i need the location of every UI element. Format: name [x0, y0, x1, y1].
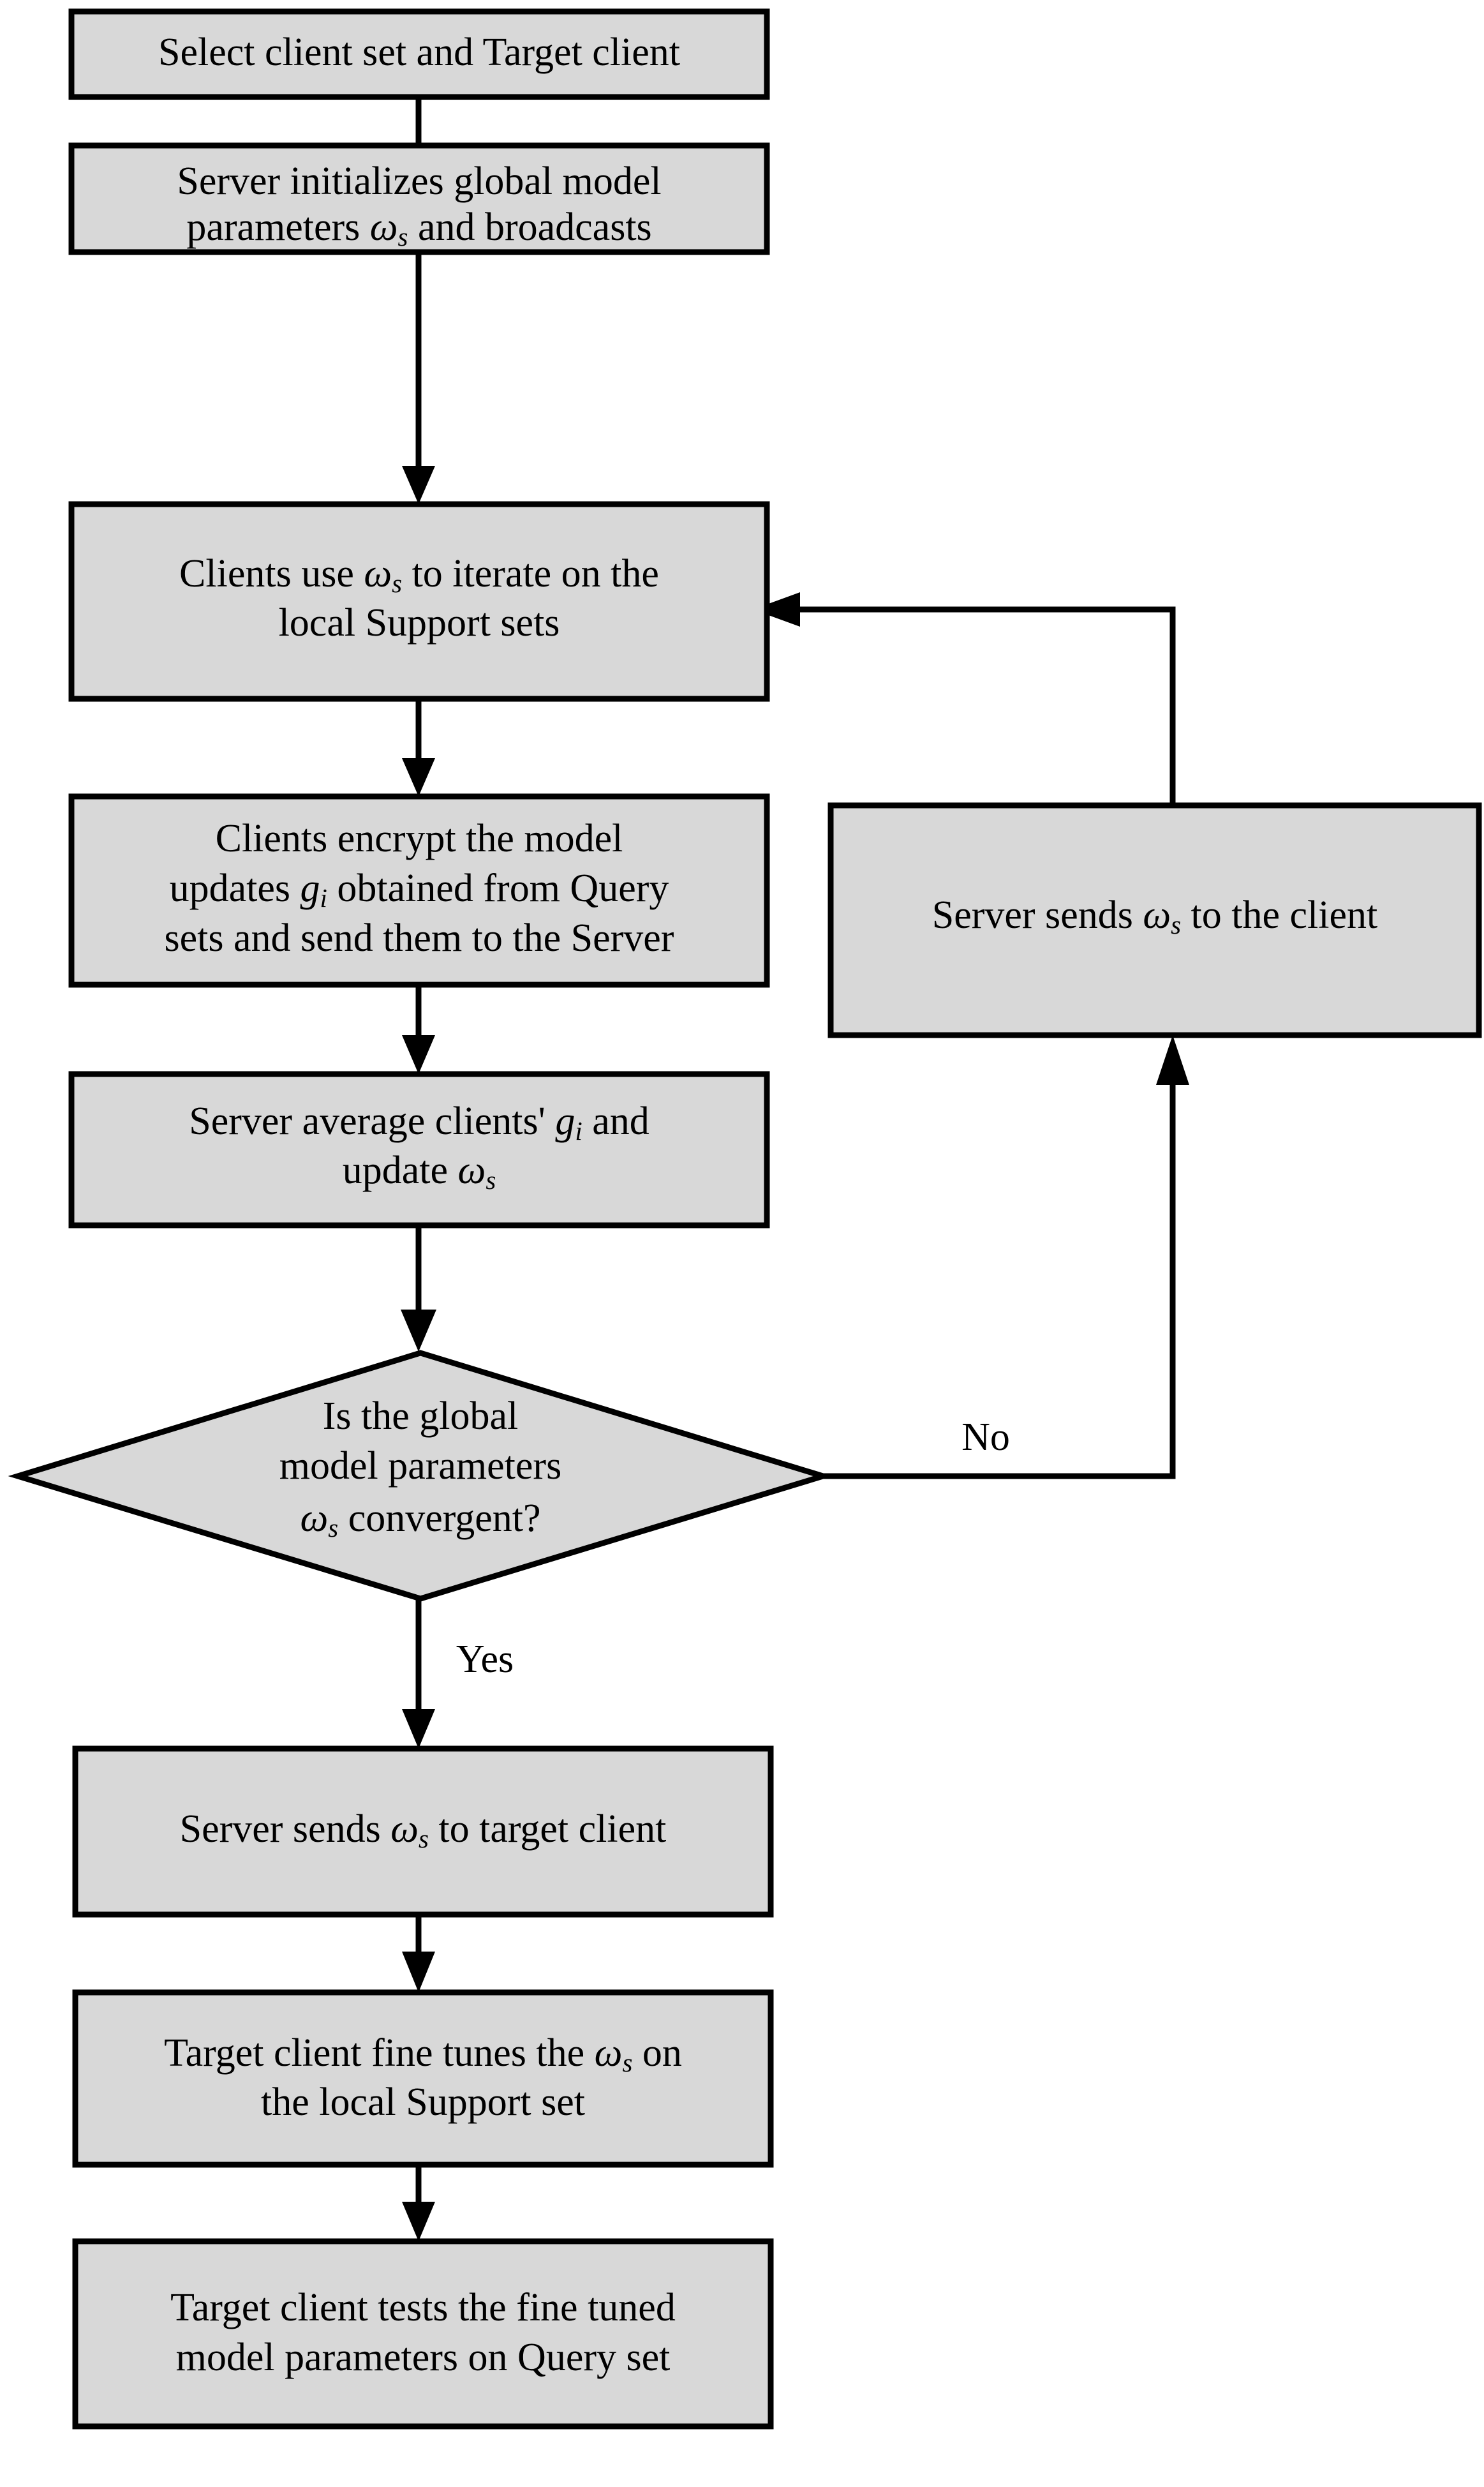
node-clients-iterate-line-1: local Support sets: [279, 601, 560, 645]
svg-text:ωs convergent?: ωs convergent?: [300, 1497, 540, 1542]
node-target-finetune-line-0-post: on: [632, 2031, 682, 2075]
edge-init-to-iterate: [402, 252, 435, 504]
node-target-test[interactable]: Target client tests the fine tuned model…: [72, 2238, 774, 2430]
node-clients-iterate-line-0-post: to iterate on the: [402, 552, 659, 595]
node-target-test-line-0: Target client tests the fine tuned: [170, 2286, 676, 2329]
omega-symbol: ω: [370, 205, 398, 249]
svg-text:Server initializes global mode: Server initializes global model: [177, 160, 661, 203]
node-server-init-line-0: Server initializes global model: [177, 160, 661, 203]
node-server-average-line-0-post: and: [582, 1100, 649, 1143]
node-target-test-line-1: model parameters on Query set: [176, 2336, 671, 2379]
gradient-subscript: i: [575, 1117, 582, 1146]
node-select-clients-line-0: Select client set and Target client: [158, 31, 680, 74]
node-target-finetune[interactable]: Target client fine tunes the ωs on the l…: [72, 1989, 774, 2168]
node-server-sends-target-line-0-post: to target client: [429, 1807, 666, 1851]
node-target-finetune-line-0-pre: Target client fine tunes the: [164, 2031, 595, 2075]
node-clients-encrypt-line-1-post: obtained from Query: [327, 867, 669, 910]
node-convergence-check[interactable]: Is the global model parameters ωs conver…: [8, 1350, 833, 1602]
edge-encrypt-to-average: [402, 985, 435, 1074]
omega-symbol: ω: [364, 552, 392, 595]
svg-text:Clients use ωs to iterate on: Clients use ωs to iterate on the: [179, 552, 659, 598]
omega-symbol: ω: [1143, 893, 1171, 937]
node-server-init-line-1-post: and broadcasts: [408, 205, 651, 249]
svg-text:model parameters: model parameters: [279, 1444, 561, 1488]
node-server-sends-client-line-0-post: to the client: [1181, 893, 1377, 937]
node-convergence-check-line-1: model parameters: [279, 1444, 561, 1488]
svg-text:Target client tests the fine t: Target client tests the fine tuned: [170, 2286, 676, 2329]
svg-text:Server sends ωs to the client: Server sends ωs to the client: [932, 893, 1377, 939]
svg-text:Server sends ωs to target clie: Server sends ωs to target client: [180, 1807, 667, 1853]
edge-decision-no-loop: [823, 1035, 1189, 1479]
omega-subscript: s: [486, 1166, 496, 1195]
node-server-average-line-1-pre: update: [343, 1149, 458, 1192]
omega-subscript: s: [328, 1514, 338, 1542]
node-server-average-line-0-pre: Server average clients': [189, 1100, 555, 1143]
svg-text:the local Support set: the local Support set: [261, 2080, 585, 2124]
svg-text:Select client set and Target c: Select client set and Target client: [158, 31, 680, 74]
node-select-clients[interactable]: Select client set and Target client: [68, 8, 770, 100]
omega-subscript: s: [398, 223, 408, 251]
omega-symbol: ω: [390, 1807, 419, 1851]
node-target-finetune-line-1: the local Support set: [261, 2080, 585, 2124]
node-server-sends-target-line-0-pre: Server sends: [180, 1807, 391, 1851]
svg-text:Target client fine tunes the ω: Target client fine tunes the ωs on: [164, 2031, 682, 2077]
edge-label-yes: Yes: [456, 1638, 514, 1681]
svg-text:local Support sets: local Support sets: [279, 601, 560, 645]
edge-server-client-to-iterate: [753, 592, 1176, 805]
node-clients-encrypt-line-1-pre: updates: [170, 867, 301, 910]
omega-subscript: s: [622, 2049, 632, 2077]
omega-subscript: s: [1171, 911, 1181, 939]
svg-text:Is the global: Is the global: [323, 1394, 519, 1438]
node-convergence-check-line-0: Is the global: [323, 1394, 519, 1438]
node-convergence-check-line-2-post: convergent?: [338, 1497, 540, 1540]
svg-text:updates gi obtained from Query: updates gi obtained from Query: [170, 867, 669, 913]
omega-symbol: ω: [300, 1497, 328, 1540]
omega-symbol: ω: [458, 1149, 486, 1192]
svg-text:model parameters on Query set: model parameters on Query set: [176, 2336, 671, 2379]
node-clients-iterate[interactable]: Clients use ωs to iterate on the local S…: [68, 501, 770, 702]
svg-text:parameters ωs and broadcasts: parameters ωs and broadcasts: [186, 205, 651, 251]
edge-decision-yes: [402, 1599, 435, 1749]
edge-average-to-decision: [401, 1225, 436, 1352]
svg-text:Clients encrypt the model: Clients encrypt the model: [216, 817, 623, 860]
svg-text:sets and send them to the Serv: sets and send them to the Server: [165, 916, 674, 960]
svg-text:Server average clients' gi and: Server average clients' gi and: [189, 1100, 649, 1146]
node-server-init-line-1-pre: parameters: [186, 205, 369, 249]
node-clients-encrypt-line-2: sets and send them to the Server: [165, 916, 674, 960]
omega-subscript: s: [419, 1825, 429, 1853]
gradient-subscript: i: [320, 884, 327, 913]
gradient-symbol: g: [301, 867, 320, 910]
svg-text:update ωs: update ωs: [343, 1149, 496, 1195]
edge-iterate-to-encrypt: [402, 699, 435, 796]
edge-finetune-to-test: [402, 2165, 435, 2241]
node-clients-iterate-line-0-pre: Clients use: [179, 552, 364, 595]
node-server-init[interactable]: Server initializes global model paramete…: [68, 142, 770, 255]
omega-symbol: ω: [595, 2031, 623, 2075]
omega-subscript: s: [392, 569, 402, 598]
gradient-symbol: g: [555, 1100, 575, 1143]
node-server-sends-client[interactable]: Server sends ωs to the client: [827, 802, 1482, 1038]
node-server-sends-client-line-0-pre: Server sends: [932, 893, 1143, 937]
edge-target-send-to-finetune: [402, 1915, 435, 1992]
node-clients-encrypt-line-0: Clients encrypt the model: [216, 817, 623, 860]
node-server-sends-target[interactable]: Server sends ωs to target client: [72, 1745, 774, 1918]
node-clients-encrypt[interactable]: Clients encrypt the model updates gi obt…: [68, 793, 770, 988]
node-server-average[interactable]: Server average clients' gi and update ωs: [68, 1071, 770, 1229]
edge-label-no: No: [961, 1415, 1010, 1459]
